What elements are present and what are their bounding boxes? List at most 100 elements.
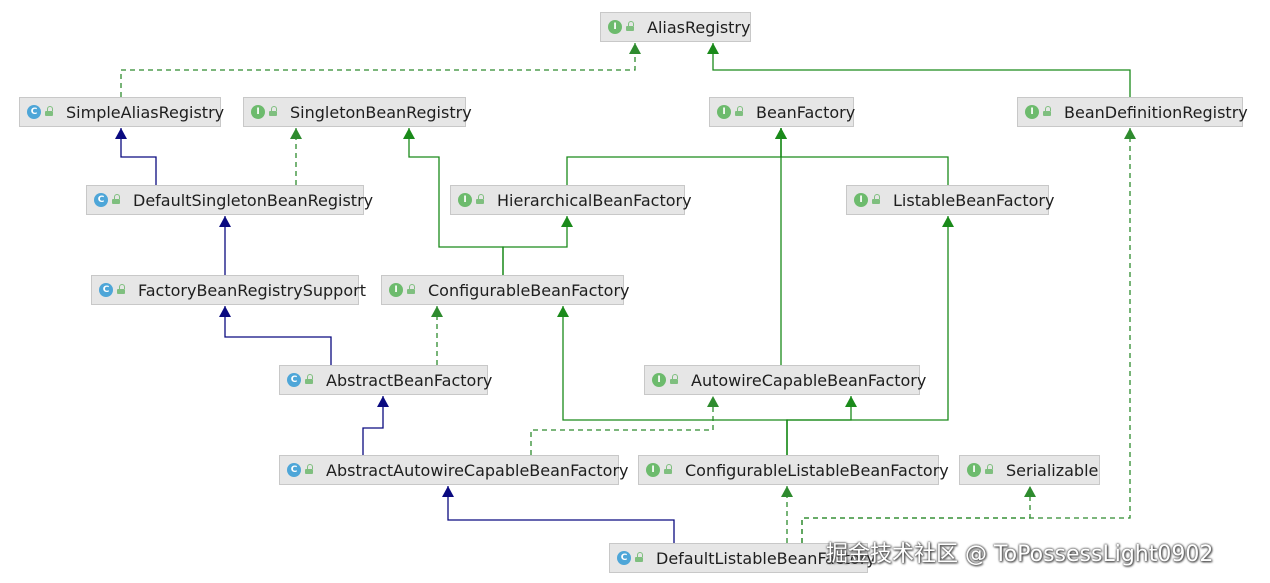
node-label: DefaultListableBeanFactory xyxy=(656,548,876,568)
edge-simple_alias_registry-to-alias_registry xyxy=(120,43,636,97)
edge-default_listable_bean_factory-to-bean_definition_registry xyxy=(801,128,1131,543)
arrowhead xyxy=(557,306,569,317)
node-label: ListableBeanFactory xyxy=(893,190,1055,210)
node-label: Serializable xyxy=(1006,460,1099,480)
arrowhead xyxy=(561,216,573,227)
node-label: SingletonBeanRegistry xyxy=(290,102,472,122)
lock-icon xyxy=(305,463,313,474)
lock-icon xyxy=(45,105,53,116)
node-label: ConfigurableListableBeanFactory xyxy=(685,460,949,480)
edge-configurable_listable_bean_factory-to-autowire_capable_bean_factory xyxy=(786,396,852,455)
node-default-singleton-bean-registry[interactable]: C DefaultSingletonBeanRegistry xyxy=(86,185,373,215)
node-label: AbstractBeanFactory xyxy=(326,370,493,390)
arrowhead xyxy=(707,43,719,54)
arrowhead xyxy=(845,396,857,407)
interface-icon: I xyxy=(251,105,265,119)
node-alias-registry[interactable]: I AliasRegistry xyxy=(600,12,751,42)
node-simple-alias-registry[interactable]: C SimpleAliasRegistry xyxy=(19,97,225,127)
class-icon: C xyxy=(27,105,41,119)
node-default-listable-bean-factory[interactable]: C DefaultListableBeanFactory xyxy=(609,543,876,573)
interface-icon: I xyxy=(967,463,981,477)
node-label: AbstractAutowireCapableBeanFactory xyxy=(326,460,629,480)
lock-icon xyxy=(269,105,277,116)
edge-default_listable_bean_factory-to-abstract_autowire_capable_bean_factory xyxy=(447,486,675,543)
lock-icon xyxy=(305,373,313,384)
arrowhead xyxy=(1124,128,1136,139)
node-factory-bean-registry-support[interactable]: C FactoryBeanRegistrySupport xyxy=(91,275,366,305)
interface-icon: I xyxy=(717,105,731,119)
arrowhead xyxy=(442,486,454,497)
arrowhead xyxy=(431,306,443,317)
node-configurable-bean-factory[interactable]: I ConfigurableBeanFactory xyxy=(381,275,630,305)
arrowhead xyxy=(403,128,415,139)
arrowhead xyxy=(377,396,389,407)
interface-icon: I xyxy=(646,463,660,477)
edge-bean_definition_registry-to-alias_registry xyxy=(712,43,1131,97)
edge-configurable_bean_factory-to-hierarchical_bean_factory xyxy=(502,216,568,275)
arrowhead xyxy=(942,216,954,227)
node-label: ConfigurableBeanFactory xyxy=(428,280,630,300)
edge-abstract_autowire_capable_bean_factory-to-autowire_capable_bean_factory xyxy=(530,396,714,455)
node-label: SimpleAliasRegistry xyxy=(66,102,225,122)
node-label: AliasRegistry xyxy=(647,17,751,37)
node-singleton-bean-registry[interactable]: I SingletonBeanRegistry xyxy=(243,97,472,127)
lock-icon xyxy=(670,373,678,384)
edge-configurable_listable_bean_factory-to-configurable_bean_factory xyxy=(562,306,788,455)
class-icon: C xyxy=(99,283,113,297)
arrowhead xyxy=(629,43,641,54)
class-icon: C xyxy=(94,193,108,207)
node-serializable[interactable]: I Serializable xyxy=(959,455,1100,485)
arrowhead xyxy=(219,216,231,227)
node-bean-factory[interactable]: I BeanFactory xyxy=(709,97,856,127)
edge-default_listable_bean_factory-to-serializable xyxy=(801,486,1031,543)
class-icon: C xyxy=(287,463,301,477)
edge-hierarchical_bean_factory-to-bean_factory xyxy=(566,128,782,185)
arrowhead xyxy=(290,128,302,139)
lock-icon xyxy=(735,105,743,116)
edge-listable_bean_factory-to-bean_factory xyxy=(780,128,949,185)
interface-icon: I xyxy=(652,373,666,387)
edge-abstract_autowire_capable_bean_factory-to-abstract_bean_factory xyxy=(362,396,384,455)
node-configurable-listable-bean-factory[interactable]: I ConfigurableListableBeanFactory xyxy=(638,455,949,485)
lock-icon xyxy=(112,193,120,204)
lock-icon xyxy=(626,20,634,31)
lock-icon xyxy=(635,551,643,562)
watermark: 掘金技术社区 @ ToPossessLight0902 xyxy=(826,542,1214,567)
node-label: AutowireCapableBeanFactory xyxy=(691,370,927,390)
interface-icon: I xyxy=(458,193,472,207)
arrowhead xyxy=(781,486,793,497)
lock-icon xyxy=(117,283,125,294)
node-label: DefaultSingletonBeanRegistry xyxy=(133,190,374,210)
node-bean-definition-registry[interactable]: I BeanDefinitionRegistry xyxy=(1017,97,1248,127)
lock-icon xyxy=(476,193,484,204)
edge-configurable_bean_factory-to-singleton_bean_registry xyxy=(408,128,504,275)
node-label: BeanFactory xyxy=(756,102,856,122)
lock-icon xyxy=(664,463,672,474)
arrowhead xyxy=(219,306,231,317)
lock-icon xyxy=(985,463,993,474)
interface-icon: I xyxy=(608,20,622,34)
node-abstract-autowire-capable-bean-factory[interactable]: C AbstractAutowireCapableBeanFactory xyxy=(279,455,629,485)
class-icon: C xyxy=(287,373,301,387)
edge-default_singleton_bean_registry-to-simple_alias_registry xyxy=(120,128,157,185)
edge-configurable_listable_bean_factory-to-listable_bean_factory xyxy=(786,216,949,455)
lock-icon xyxy=(407,283,415,294)
edge-abstract_bean_factory-to-factory_bean_registry_support xyxy=(224,306,332,365)
class-icon: C xyxy=(617,551,631,565)
interface-icon: I xyxy=(1025,105,1039,119)
node-label: FactoryBeanRegistrySupport xyxy=(138,280,366,300)
node-abstract-bean-factory[interactable]: C AbstractBeanFactory xyxy=(279,365,492,395)
node-label: HierarchicalBeanFactory xyxy=(497,190,692,210)
interface-icon: I xyxy=(389,283,403,297)
lock-icon xyxy=(1043,105,1051,116)
lock-icon xyxy=(872,193,880,204)
arrowhead xyxy=(775,128,787,139)
node-autowire-capable-bean-factory[interactable]: I AutowireCapableBeanFactory xyxy=(644,365,926,395)
node-label: BeanDefinitionRegistry xyxy=(1064,102,1248,122)
interface-icon: I xyxy=(854,193,868,207)
arrowhead xyxy=(1024,486,1036,497)
arrowhead xyxy=(707,396,719,407)
node-listable-bean-factory[interactable]: I ListableBeanFactory xyxy=(846,185,1054,215)
node-hierarchical-bean-factory[interactable]: I HierarchicalBeanFactory xyxy=(450,185,692,215)
